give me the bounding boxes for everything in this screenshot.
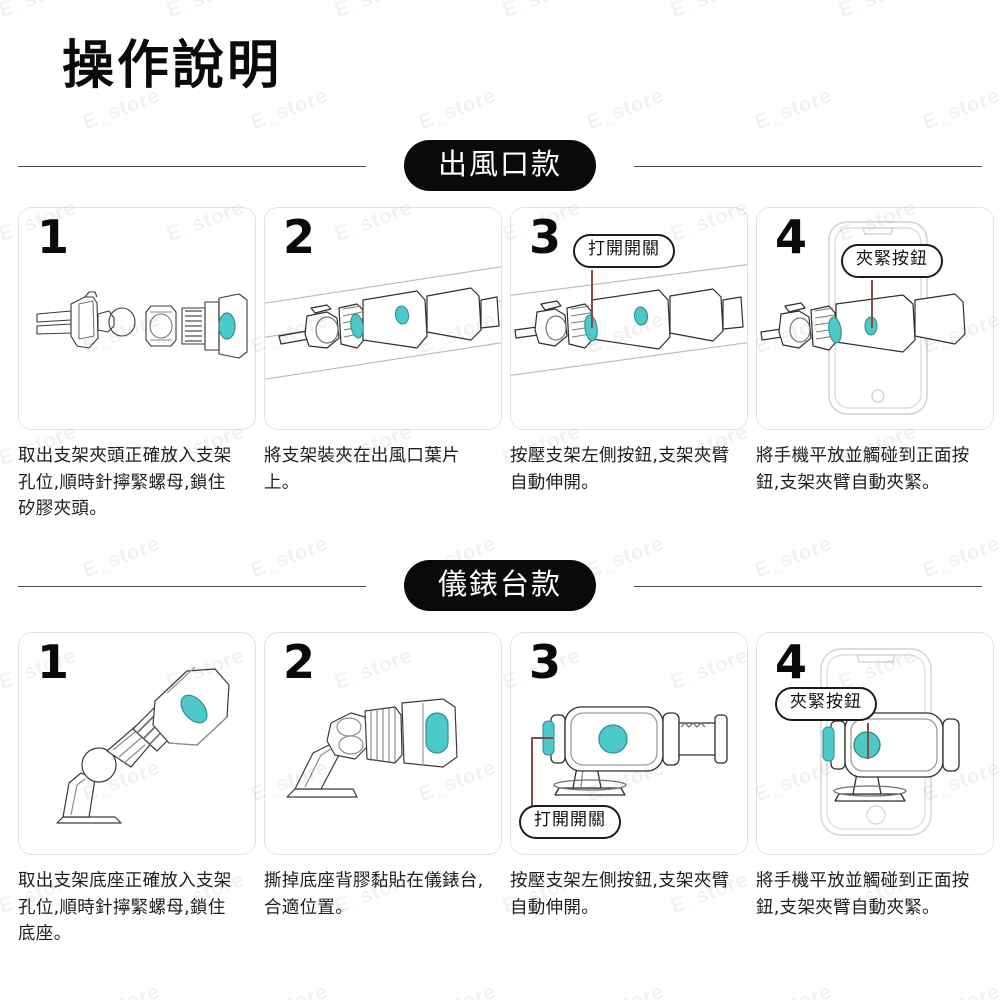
illustration-phone-clamped-dash — [820, 648, 960, 836]
divider-line-left — [18, 586, 366, 587]
section-badge-air-vent: 出風口款 — [403, 140, 597, 192]
step-cell: 3 打開開關 — [510, 207, 748, 523]
teal-button-indicator — [180, 694, 208, 724]
step-cell: 2 — [264, 632, 502, 948]
section-header-dashboard: 儀錶台款 — [0, 560, 1000, 612]
divider-line-left — [18, 166, 366, 167]
step-number: 3 — [529, 210, 562, 264]
divider-line-right — [634, 586, 982, 587]
step-caption: 取出支架底座正確放入支架孔位,順時針擰緊螺母,鎖住底座。 — [18, 868, 243, 948]
illustration-exploded-clamp-head — [36, 291, 248, 359]
step-number: 3 — [529, 635, 562, 689]
step-panel-3: 3 打開開關 — [510, 632, 748, 855]
step-caption-text: 取出支架底座正確放入支架孔位,順時針擰緊螺母,鎖住底座。 — [18, 871, 232, 945]
step-caption: 撕掉底座背膠黏貼在儀錶台,合適位置。 — [264, 868, 489, 921]
step-caption-text: 將手機平放並觸碰到正面按鈕,支架夾臂自動夾緊。 — [756, 446, 970, 493]
step-number: 2 — [283, 210, 316, 264]
callout-leader-line — [871, 280, 873, 328]
step-number: 1 — [37, 210, 70, 264]
step-cell: 1 — [18, 632, 256, 948]
callout-clamp-button: 夾緊按鈕 — [775, 687, 877, 721]
teal-button-indicator — [425, 712, 449, 754]
step-number: 4 — [775, 635, 808, 689]
teal-switch-indicator — [828, 316, 842, 344]
illustration-mount-on-vent-blade — [265, 266, 501, 380]
step-panel-2: 2 — [264, 632, 502, 855]
step-number: 1 — [37, 635, 70, 689]
step-panel-1: 1 — [18, 207, 256, 430]
callout-leader-line — [867, 723, 869, 759]
callout-turn-on-switch: 打開開關 — [519, 805, 621, 839]
step-caption: 將手機平放並觸碰到正面按鈕,支架夾臂自動夾緊。 — [756, 443, 981, 496]
step-caption: 取出支架夾頭正確放入支架孔位,順時針擰緊螺母,鎖住矽膠夾頭。 — [18, 443, 243, 523]
steps-row-dashboard: 1 — [18, 632, 994, 948]
step-cell: 4 夾緊按鈕 — [756, 207, 994, 523]
divider-line-right — [634, 166, 982, 167]
section-header-air-vent: 出風口款 — [0, 140, 1000, 192]
teal-button-indicator — [218, 312, 236, 340]
illustration-press-side-switch-vent — [511, 264, 747, 376]
step-cell: 2 — [264, 207, 502, 523]
callout-leader-line-horizontal — [531, 737, 553, 739]
step-caption-text: 將手機平放並觸碰到正面按鈕,支架夾臂自動夾緊。 — [756, 871, 970, 918]
callout-turn-on-switch: 打開開關 — [573, 234, 675, 268]
step-caption-text: 按壓支架左側按鈕,支架夾臂自動伸開。 — [510, 446, 730, 493]
page-title: 操作說明 — [62, 36, 283, 96]
teal-switch-indicator — [822, 726, 835, 762]
step-caption-text: 按壓支架左側按鈕,支架夾臂自動伸開。 — [510, 871, 730, 918]
teal-button-indicator — [598, 724, 628, 754]
illustration-adhesive-base-on-dash — [286, 698, 458, 798]
step-panel-3: 3 打開開關 — [510, 207, 748, 430]
step-caption: 將手機平放並觸碰到正面按鈕,支架夾臂自動夾緊。 — [756, 868, 981, 921]
steps-row-air-vent: 1 — [18, 207, 994, 523]
step-number: 2 — [283, 635, 316, 689]
callout-clamp-button: 夾緊按鈕 — [841, 244, 943, 278]
callout-leader-line-vertical — [531, 737, 533, 807]
step-caption-text: 撕掉底座背膠黏貼在儀錶台,合適位置。 — [264, 871, 484, 918]
step-cell: 1 — [18, 207, 256, 523]
step-cell: 4 夾緊按鈕 — [756, 632, 994, 948]
step-number: 4 — [775, 210, 808, 264]
step-caption: 將支架裝夾在出風口葉片上。 — [264, 443, 489, 496]
step-caption-text: 取出支架夾頭正確放入支架孔位,順時針擰緊螺母,鎖住矽膠夾頭。 — [18, 446, 232, 520]
illustration-press-side-switch-dash — [542, 706, 728, 796]
section-badge-dashboard: 儀錶台款 — [403, 560, 597, 612]
step-caption: 按壓支架左側按鈕,支架夾臂自動伸開。 — [510, 868, 735, 921]
step-panel-2: 2 — [264, 207, 502, 430]
teal-button-indicator — [394, 305, 410, 325]
teal-switch-indicator — [584, 314, 598, 342]
teal-switch-indicator — [350, 313, 364, 339]
callout-leader-line — [591, 270, 593, 328]
step-cell: 3 打開開關 — [510, 632, 748, 948]
step-panel-4: 4 夾緊按鈕 — [756, 207, 994, 430]
step-caption-text: 將支架裝夾在出風口葉片上。 — [264, 446, 460, 493]
step-panel-1: 1 — [18, 632, 256, 855]
step-caption: 按壓支架左側按鈕,支架夾臂自動伸開。 — [510, 443, 735, 496]
step-panel-4: 4 夾緊按鈕 — [756, 632, 994, 855]
illustration-exploded-base-mount — [56, 666, 230, 824]
teal-button-indicator — [633, 306, 649, 326]
